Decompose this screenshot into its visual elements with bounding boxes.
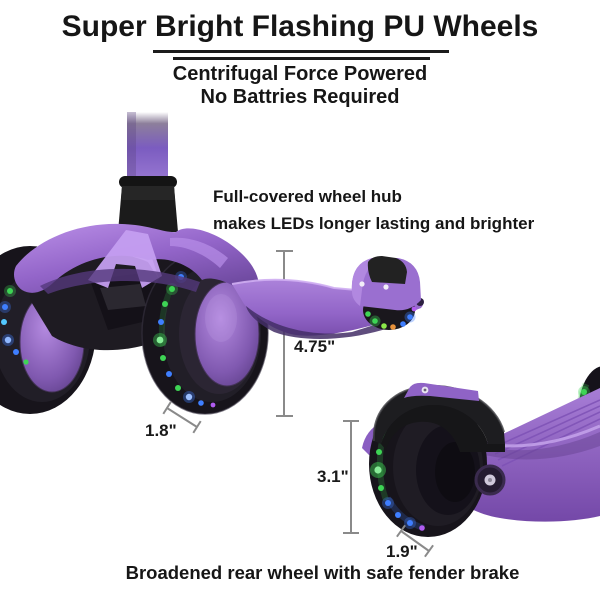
- dim-label-rear-wheel-height: 3.1": [317, 467, 349, 486]
- rear-fender-top-view: [351, 256, 421, 330]
- led-lights: [0, 285, 29, 365]
- bottom-caption: Broadened rear wheel with safe fender br…: [125, 562, 520, 583]
- front-scooter-view: [0, 112, 424, 415]
- screw: [359, 281, 365, 287]
- fender-brake-pad: [367, 256, 407, 284]
- dim-label-deck-height: 4.75": [294, 337, 336, 356]
- wheel-hub-annotation-line1: Full-covered wheel hub: [213, 187, 402, 206]
- dimension-line-rear-wheel-width: [396, 524, 434, 558]
- title-underline-bottom: [173, 57, 430, 60]
- subtitle-power-source: Centrifugal Force Powered: [172, 63, 428, 85]
- title-underline-top: [153, 50, 449, 53]
- wheel-hub-annotation: Full-covered wheel hub makes LEDs longer…: [213, 183, 534, 237]
- rear-wheel-closeup-view: [362, 366, 600, 537]
- screw: [383, 284, 389, 290]
- led-lights: [153, 271, 216, 408]
- stem-clamp: [118, 176, 178, 232]
- dim-label-rear-wheel-width: 1.9": [386, 542, 418, 561]
- wheel-hub-annotation-line2: makes LEDs longer lasting and brighter: [213, 214, 535, 233]
- scooter-stem: [127, 112, 168, 184]
- subtitle-no-batteries: No Battries Required: [200, 86, 400, 108]
- dim-label-front-wheel-width: 1.8": [145, 421, 177, 440]
- axle-bolt: [474, 464, 506, 496]
- fender-cap: [404, 382, 479, 401]
- dimension-line-rear-wheel-height: [343, 420, 359, 534]
- front-right-wheel: [141, 251, 269, 415]
- product-title: Super Bright Flashing PU Wheels: [61, 10, 539, 43]
- led-lights: [365, 306, 417, 330]
- front-body-cover: [14, 223, 259, 294]
- dimension-line-front-wheel-width: [162, 401, 202, 434]
